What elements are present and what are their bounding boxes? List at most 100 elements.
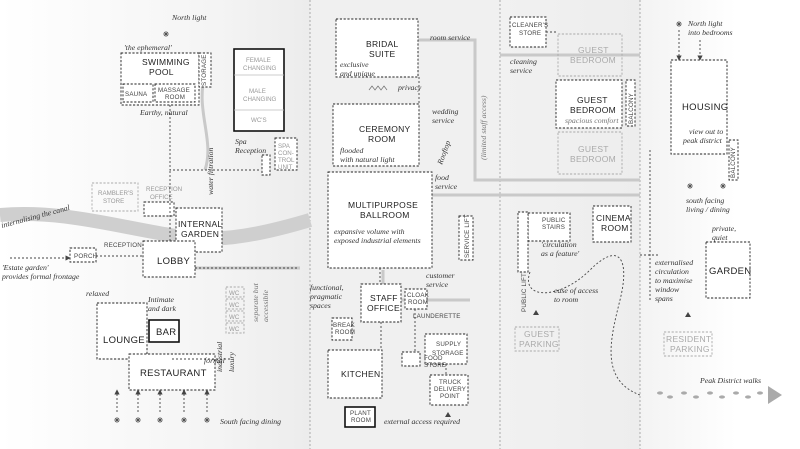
kitchen-box: [327, 349, 383, 399]
private-note: private,: [711, 224, 736, 233]
south-living-note: south facing: [686, 196, 724, 205]
lounge-label: LOUNGE: [103, 335, 145, 346]
cinema-room-box: [592, 205, 632, 243]
massage-room-box: [154, 83, 196, 103]
svg-text:service: service: [435, 182, 458, 191]
svg-text:window: window: [655, 285, 680, 294]
porch-box: [69, 247, 97, 263]
spa-reception-note: Spa: [235, 137, 247, 146]
service-lift-box: [458, 215, 474, 261]
svg-text:ROOM: ROOM: [165, 94, 185, 101]
water-filtration-note: water filtration: [206, 147, 215, 195]
housing-icons: [687, 183, 726, 189]
porch-label: PORCH: [74, 253, 97, 260]
svg-text:STORE: STORE: [103, 198, 124, 205]
footprints-icon: [657, 391, 763, 399]
cleaners-store-label: CLEANER'S: [512, 22, 548, 29]
svg-text:STAIRS: STAIRS: [542, 224, 565, 231]
svg-text:STORE: STORE: [424, 362, 446, 369]
svg-text:luxury: luxury: [227, 352, 236, 372]
svg-text:PARKING: PARKING: [519, 339, 559, 349]
supply-storage-box: [424, 333, 468, 365]
public-stairs-label: PUBLIC: [542, 217, 566, 224]
sun-icon: [676, 21, 682, 27]
svg-text:GARDEN: GARDEN: [181, 229, 219, 239]
internal-garden-label: INTERNAL: [178, 219, 222, 229]
svg-text:service: service: [426, 280, 449, 289]
public-lift-box: [517, 211, 529, 273]
svg-text:POOL: POOL: [149, 67, 174, 77]
supply-storage-label: SUPPLY: [436, 341, 461, 348]
svg-text:service: service: [432, 116, 455, 125]
view-peak-note: view out to: [689, 127, 723, 136]
spa-control-box: [274, 137, 298, 171]
guest-bedroom-mid-box: [555, 79, 623, 129]
plant-room-box: [344, 406, 376, 428]
svg-text:into bedrooms: into bedrooms: [688, 28, 733, 37]
svg-text:CHANGING: CHANGING: [243, 65, 277, 72]
resident-parking-box: [663, 331, 713, 357]
svg-text:UNIT: UNIT: [278, 164, 293, 171]
north-light-bedrooms-note: North light: [687, 19, 723, 28]
svg-text:OFFICE: OFFICE: [150, 194, 173, 201]
housing-label: HOUSING: [682, 102, 728, 113]
ceremony-room-label: CEREMONY: [359, 124, 411, 134]
male-changing-label: MALE: [249, 88, 266, 95]
break-room-label: BREAK: [333, 322, 356, 329]
north-light-note: North light: [171, 13, 207, 22]
svg-text:BALLROOM: BALLROOM: [360, 210, 410, 220]
privacy-note: privacy: [397, 83, 422, 92]
svg-text:circulation: circulation: [655, 267, 689, 276]
svg-text:ROOM: ROOM: [335, 329, 355, 336]
restaurant-box: [128, 353, 216, 391]
flooded-note: flooded: [340, 146, 363, 155]
wcs-label: WC'S: [251, 117, 267, 124]
storage-label: STORAGE: [201, 54, 208, 86]
svg-text:STORE: STORE: [519, 30, 541, 37]
svg-text:SUITE: SUITE: [369, 49, 396, 59]
staff-office-label: STAFF: [370, 293, 398, 303]
functional-note: functional,: [310, 283, 344, 292]
industrial-luxury-note: industrial: [215, 342, 224, 372]
svg-text:GUEST: GUEST: [578, 144, 609, 154]
svg-text:DELIVERY: DELIVERY: [434, 386, 466, 393]
svg-text:provides formal frontage: provides formal frontage: [1, 272, 80, 281]
housing-box: [670, 59, 728, 155]
svg-text:PARKING: PARKING: [670, 344, 710, 354]
guest-bedroom-top-box: [557, 33, 623, 77]
wc-group: WC WC WC WC: [225, 286, 245, 334]
svg-text:BEDROOM: BEDROOM: [570, 154, 616, 164]
cloak-room-label: CLOAK: [407, 292, 430, 299]
cloak-room-box: [404, 288, 428, 310]
peak-walks-note: Peak District walks: [699, 376, 761, 385]
estate-garden-note: 'Estate garden': [2, 263, 49, 272]
exclusive-note: exclusive: [340, 60, 369, 69]
swimming-pool-label: SWIMMING: [142, 57, 190, 67]
wedding-service-note: wedding: [432, 107, 459, 116]
bridal-suite-label: BRIDAL: [366, 39, 399, 49]
svg-text:STORAGE: STORAGE: [432, 350, 464, 357]
storage-box: [198, 52, 212, 88]
room-service-note: room service: [430, 33, 471, 42]
ramblers-store-box: [91, 182, 139, 212]
limited-access-note: (limited staff access): [479, 95, 488, 160]
expansive-note: expansive volume with: [334, 227, 405, 236]
customer-service-note: customer: [426, 271, 456, 280]
bridal-suite-box: [335, 18, 419, 78]
bar-label: BAR: [156, 327, 176, 338]
kitchen-label: KITCHEN: [341, 369, 380, 379]
bar-box[interactable]: [148, 319, 180, 343]
guest-parking-label: GUEST: [524, 329, 555, 339]
canal: [0, 207, 313, 246]
ephemeral-note: 'the ephemeral': [124, 43, 172, 52]
ease-access-note: ease of access: [554, 286, 598, 295]
female-changing-label: FEMALE: [246, 57, 271, 64]
garden-label: GARDEN: [709, 266, 751, 277]
cleaning-service-note: cleaning: [510, 57, 537, 66]
svg-text:with natural light: with natural light: [340, 155, 395, 164]
ramblers-store-label: RAMBLER'S: [98, 190, 133, 197]
svg-text:WC: WC: [229, 290, 240, 297]
lobby-box: [142, 240, 196, 278]
massage-room-label: MASSAGE: [158, 87, 190, 94]
